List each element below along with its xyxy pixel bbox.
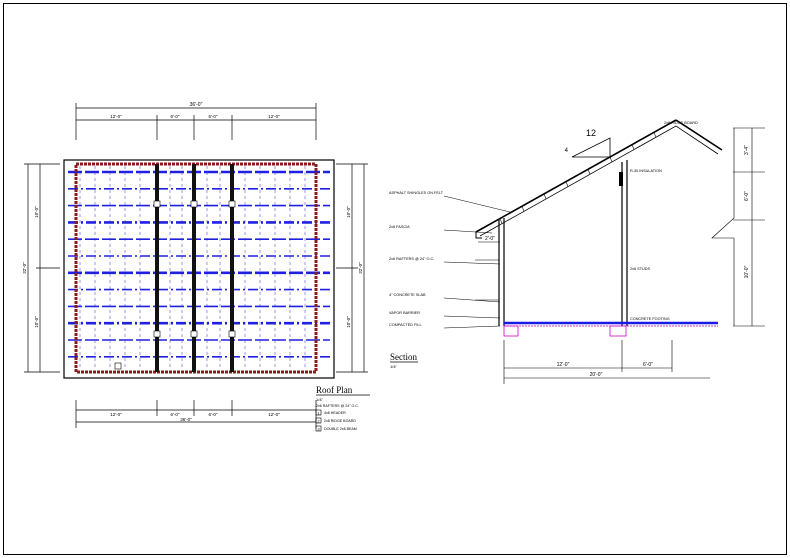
dim-chain-top bbox=[75, 103, 317, 140]
section-view: 12 4 bbox=[389, 119, 765, 384]
slope-run: 12 bbox=[586, 128, 596, 138]
callout-tag bbox=[228, 200, 236, 208]
legend-item-4: DOUBLE 2x8 BEAM bbox=[324, 427, 357, 431]
section-dim-bottom bbox=[503, 340, 710, 384]
annotation-fill: COMPACTED FILL bbox=[389, 323, 422, 327]
roof-plan-title: Roof Plan bbox=[316, 385, 353, 395]
annotation-slab: 4" CONCRETE SLAB bbox=[389, 293, 426, 297]
dim-right-1: 10'-0" bbox=[346, 206, 351, 218]
dim-right-2: 10'-0" bbox=[346, 316, 351, 328]
annotation-studs: 2x6 STUDS bbox=[630, 267, 651, 271]
section-dim-overall: 20'-0" bbox=[590, 372, 603, 378]
dim-bottom-4: 12'-0" bbox=[268, 412, 280, 417]
rafter-ticks bbox=[499, 132, 657, 224]
section-dim-2: 6'-0" bbox=[643, 362, 653, 368]
section-title: Section bbox=[390, 352, 417, 362]
rafter-tick bbox=[631, 144, 635, 150]
dim-top-2: 6'-0" bbox=[171, 114, 180, 119]
section-dim-1: 12'-0" bbox=[557, 362, 570, 368]
callout-tag bbox=[114, 362, 122, 370]
dim-top-1: 12'-0" bbox=[110, 114, 122, 119]
callout-tag bbox=[190, 330, 198, 338]
rafter-tick bbox=[587, 169, 591, 175]
annotation-vapor-barrier: VAPOR BARRIER bbox=[389, 311, 420, 315]
rafter-tick bbox=[565, 181, 569, 187]
dim-chain-right bbox=[336, 163, 368, 373]
callout-tag bbox=[228, 330, 236, 338]
slope-rise: 4 bbox=[565, 148, 569, 154]
dim-chain-left bbox=[24, 163, 60, 373]
wall-framing bbox=[475, 160, 628, 326]
dim-left-2: 10'-0" bbox=[34, 316, 39, 328]
section-dim-right-2: 6'-0" bbox=[744, 191, 750, 201]
dim-bottom-3: 6'-0" bbox=[209, 412, 218, 417]
dim-bottom-overall: 36'-0" bbox=[180, 417, 192, 422]
callout-tags bbox=[114, 200, 236, 370]
legend-item-3: 2x8 RIDGE BOARD bbox=[324, 419, 356, 423]
dim-top-3: 6'-0" bbox=[209, 114, 218, 119]
roof-plan-outline bbox=[63, 159, 335, 379]
roof-plan: 36'-0" 12'-0" 6'-0" 6'-0" 12'-0" 12'-0" … bbox=[22, 102, 370, 432]
dim-right-overall: 32'-0" bbox=[358, 262, 363, 274]
rafter-lines bbox=[68, 166, 330, 370]
svg-text:3: 3 bbox=[317, 426, 320, 431]
roof-plan-legend: 2x6 RAFTERS @ 24" O.C. 1 4x8 HEADER 2 2x… bbox=[315, 404, 359, 432]
dim-bottom-1: 12'-0" bbox=[110, 412, 122, 417]
rafter-tick bbox=[543, 193, 547, 200]
dim-overhang: 2'-0" bbox=[485, 236, 495, 242]
floor-slab bbox=[503, 321, 718, 337]
annotation-fascia: 2x6 FASCIA bbox=[389, 225, 410, 229]
section-dim-right-1: 3'-4" bbox=[744, 145, 750, 155]
dim-top-4: 12'-0" bbox=[268, 114, 280, 119]
callout-tag bbox=[153, 200, 161, 208]
dim-left-1: 10'-0" bbox=[34, 206, 39, 218]
roof-plan-scale: 1/4" bbox=[316, 397, 324, 402]
dim-bottom-2: 6'-0" bbox=[171, 412, 180, 417]
section-leaders bbox=[443, 195, 511, 329]
sheet-border bbox=[3, 3, 787, 555]
legend-item-1: 2x6 RAFTERS @ 24" O.C. bbox=[316, 404, 359, 408]
section-dim-right-3: 10'-0" bbox=[744, 265, 750, 278]
rafter-tick bbox=[609, 156, 613, 163]
rafter-tick bbox=[653, 132, 657, 138]
section-scale: 1/4" bbox=[390, 364, 398, 369]
legend-item-2: 4x8 HEADER bbox=[324, 411, 346, 415]
dim-left-overall: 32'-0" bbox=[22, 262, 27, 274]
svg-text:1: 1 bbox=[317, 410, 320, 415]
section-dim-right bbox=[711, 127, 765, 327]
callout-tag bbox=[190, 200, 198, 208]
slope-symbol: 12 4 bbox=[565, 128, 611, 158]
svg-text:2: 2 bbox=[317, 418, 320, 423]
roof-framing bbox=[475, 119, 723, 239]
callout-tag bbox=[153, 330, 161, 338]
dim-top-overall: 36'-0" bbox=[190, 102, 203, 108]
annotation-insulation: R-30 INSULATION bbox=[630, 169, 662, 173]
annotation-rafters: 2x6 RAFTERS @ 24" O.C. bbox=[389, 257, 434, 261]
annotation-ridge: 2x8 RIDGE BOARD bbox=[664, 121, 698, 125]
rafter-tick bbox=[521, 206, 525, 212]
annotation-shingles: ASPHALT SHINGLES ON FELT bbox=[389, 191, 444, 195]
rafter-tick bbox=[499, 218, 503, 224]
annotation-footing: CONCRETE FOOTING bbox=[630, 317, 670, 321]
